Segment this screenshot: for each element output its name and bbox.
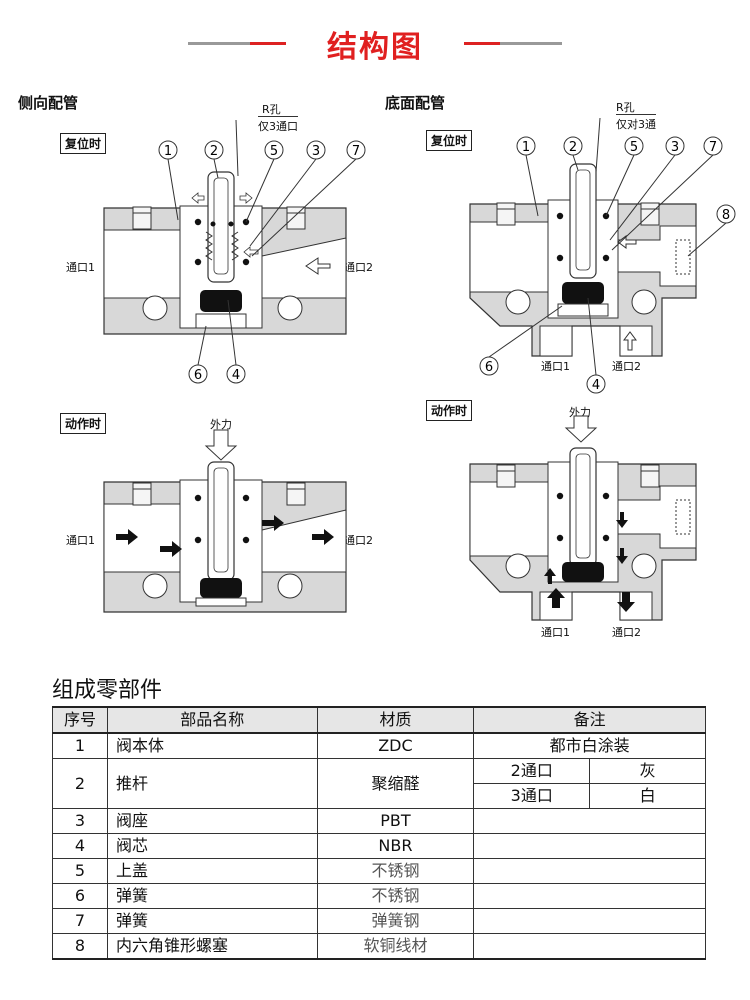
side-action-label: 动作时 <box>60 413 107 434</box>
table-row: 8 内六角锥形螺塞 软铜线材 <box>52 933 706 960</box>
svg-text:5: 5 <box>270 144 278 159</box>
side-reset-port2: 通口2 <box>344 261 373 274</box>
svg-text:6: 6 <box>194 368 202 383</box>
row-no: 5 <box>52 858 108 884</box>
side-r-hole-note: 仅3通口 <box>258 116 298 134</box>
svg-text:5: 5 <box>630 140 638 155</box>
svg-text:1: 1 <box>522 140 530 155</box>
row-no: 3 <box>52 808 108 834</box>
parts-table: 序号 部品名称 材质 备注 1 阀本体 ZDC 都市白涂装 2 推杆 聚缩醛 2… <box>52 706 706 960</box>
svg-text:4: 4 <box>232 368 240 383</box>
row-sub-color: 白 <box>589 783 706 809</box>
title-deco-right-gray <box>500 42 562 45</box>
row-name: 阀座 <box>106 808 318 834</box>
svg-text:7: 7 <box>709 140 717 155</box>
row-no: 1 <box>52 732 108 759</box>
side-reset-port1: 通口1 <box>66 261 95 274</box>
header-no: 序号 <box>52 706 108 734</box>
bottom-reset-diagram <box>469 163 697 357</box>
page-title: 结构图 <box>327 30 423 65</box>
bottom-action-port1: 通口1 <box>541 626 570 639</box>
bottom-action-port2: 通口2 <box>612 626 641 639</box>
row-material: 不锈钢 <box>316 883 475 909</box>
table-row: 4 阀芯 NBR <box>52 833 706 859</box>
bottom-reset-label: 复位时 <box>426 130 473 151</box>
row-material: 软铜线材 <box>316 933 475 960</box>
bottom-reset-port2: 通口2 <box>612 360 641 373</box>
row-note <box>473 933 706 960</box>
side-reset-diagram <box>103 171 347 335</box>
svg-text:6: 6 <box>485 360 493 375</box>
row-note <box>473 808 706 834</box>
row-no: 8 <box>52 933 108 960</box>
parts-table-header: 序号 部品名称 材质 备注 <box>52 706 706 734</box>
side-action-port2: 通口2 <box>344 534 373 547</box>
title-deco-left-red <box>250 42 286 45</box>
side-reset-callouts: 1 2 5 3 7 6 4 <box>158 119 366 384</box>
row-name: 弹簧 <box>106 883 318 909</box>
table-row: 1 阀本体 ZDC 都市白涂装 <box>52 732 706 759</box>
svg-text:2: 2 <box>569 140 577 155</box>
svg-text:1: 1 <box>164 144 172 159</box>
table-row: 7 弹簧 弹簧钢 <box>52 908 706 934</box>
structure-diagrams: 1 2 5 3 7 6 4 <box>103 117 736 621</box>
row-material: 不锈钢 <box>316 858 475 884</box>
side-r-hole-label: R孔 <box>262 103 281 116</box>
bottom-reset-port1: 通口1 <box>541 360 570 373</box>
table-row: 2 推杆 聚缩醛 2通口 灰 <box>52 758 706 809</box>
svg-text:8: 8 <box>722 208 730 223</box>
row-no: 2 <box>52 758 108 809</box>
row-name: 阀本体 <box>106 732 318 759</box>
svg-text:2: 2 <box>210 144 218 159</box>
table-row: 5 上盖 不锈钢 <box>52 858 706 884</box>
bottom-reset-callouts: 1 2 5 3 7 8 6 4 <box>479 117 736 394</box>
row-name: 推杆 <box>106 758 318 809</box>
row-name: 上盖 <box>106 858 318 884</box>
row-note: 都市白涂装 <box>473 732 706 759</box>
bottom-r-hole-note: 仅对3通 <box>616 114 656 132</box>
row-material: PBT <box>316 808 475 834</box>
svg-text:3: 3 <box>312 144 320 159</box>
svg-text:4: 4 <box>592 378 600 393</box>
row-material: ZDC <box>316 732 475 759</box>
table-row: 3通口 白 <box>53 783 706 809</box>
title-deco-right-red <box>464 42 500 45</box>
side-piping-title: 侧向配管 <box>18 94 79 112</box>
title-deco-left-gray <box>188 42 250 45</box>
header-name: 部品名称 <box>106 706 318 734</box>
table-row: 3 阀座 PBT <box>52 808 706 834</box>
row-name: 弹簧 <box>106 908 318 934</box>
bottom-action-diagram <box>469 415 697 621</box>
bottom-action-label: 动作时 <box>426 400 473 421</box>
row-material: NBR <box>316 833 475 859</box>
row-no: 4 <box>52 833 108 859</box>
row-material: 聚缩醛 <box>316 758 475 809</box>
row-sub-port: 2通口 <box>473 758 591 784</box>
svg-text:7: 7 <box>352 144 360 159</box>
side-force-label: 外力 <box>210 418 232 431</box>
row-material: 弹簧钢 <box>316 908 475 934</box>
bottom-piping-title: 底面配管 <box>385 94 446 112</box>
svg-text:3: 3 <box>671 140 679 155</box>
row-sub-port: 3通口 <box>473 783 591 809</box>
row-note <box>473 908 706 934</box>
header-material: 材质 <box>316 706 475 734</box>
row-note <box>473 833 706 859</box>
table-row: 6 弹簧 不锈钢 <box>52 883 706 909</box>
row-name: 阀芯 <box>106 833 318 859</box>
row-note <box>473 883 706 909</box>
side-action-diagram <box>103 429 347 613</box>
row-no: 6 <box>52 883 108 909</box>
side-reset-label: 复位时 <box>60 133 107 154</box>
row-name: 内六角锥形螺塞 <box>106 933 318 960</box>
row-sub-color: 灰 <box>589 758 706 784</box>
side-action-port1: 通口1 <box>66 534 95 547</box>
row-note <box>473 858 706 884</box>
header-note: 备注 <box>473 706 706 734</box>
bottom-r-hole-label: R孔 <box>616 101 635 114</box>
row-no: 7 <box>52 908 108 934</box>
parts-section-title: 组成零部件 <box>52 678 163 703</box>
